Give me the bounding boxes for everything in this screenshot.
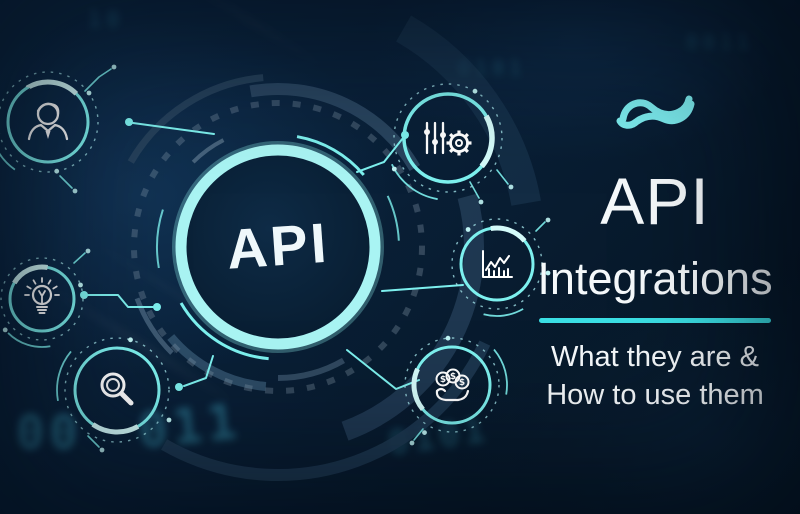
svg-text:$: $ xyxy=(450,372,456,382)
satellite-search xyxy=(56,329,178,451)
divider-line xyxy=(539,318,771,323)
right-panel: API Integrations What they are & How to … xyxy=(535,0,775,514)
lightbulb-icon xyxy=(24,277,60,314)
api-hub-label: API xyxy=(224,210,332,281)
infinity-logo-icon xyxy=(616,95,695,129)
businessman-icon xyxy=(27,102,69,141)
magnifier-icon xyxy=(100,372,134,406)
panel-title: API xyxy=(600,164,710,238)
binary-digits: 0011 xyxy=(686,30,755,54)
satellite-analytics xyxy=(444,211,551,317)
sliders-gear-icon xyxy=(424,121,472,156)
hub-orbit-arcs xyxy=(11,0,545,514)
satellite-settings xyxy=(385,75,511,201)
svg-text:$: $ xyxy=(440,375,446,385)
binary-digits: 0101 xyxy=(458,56,527,80)
stock-chart-icon xyxy=(482,250,513,278)
circuit-traces xyxy=(59,64,551,453)
tagline-line2: How to use them xyxy=(546,379,764,411)
binary-digits: 00 xyxy=(16,406,83,461)
satellite-ideas xyxy=(0,250,91,348)
panel-title-line2: Integrations xyxy=(537,253,773,304)
tagline-line1: What they are & xyxy=(551,341,759,373)
svg-text:$: $ xyxy=(459,378,465,388)
api-hub-circle xyxy=(172,141,384,353)
coins-in-hand-icon: $ $ $ xyxy=(435,368,470,402)
binary-digits: 10 xyxy=(88,8,125,33)
satellite-businessman xyxy=(0,63,107,181)
